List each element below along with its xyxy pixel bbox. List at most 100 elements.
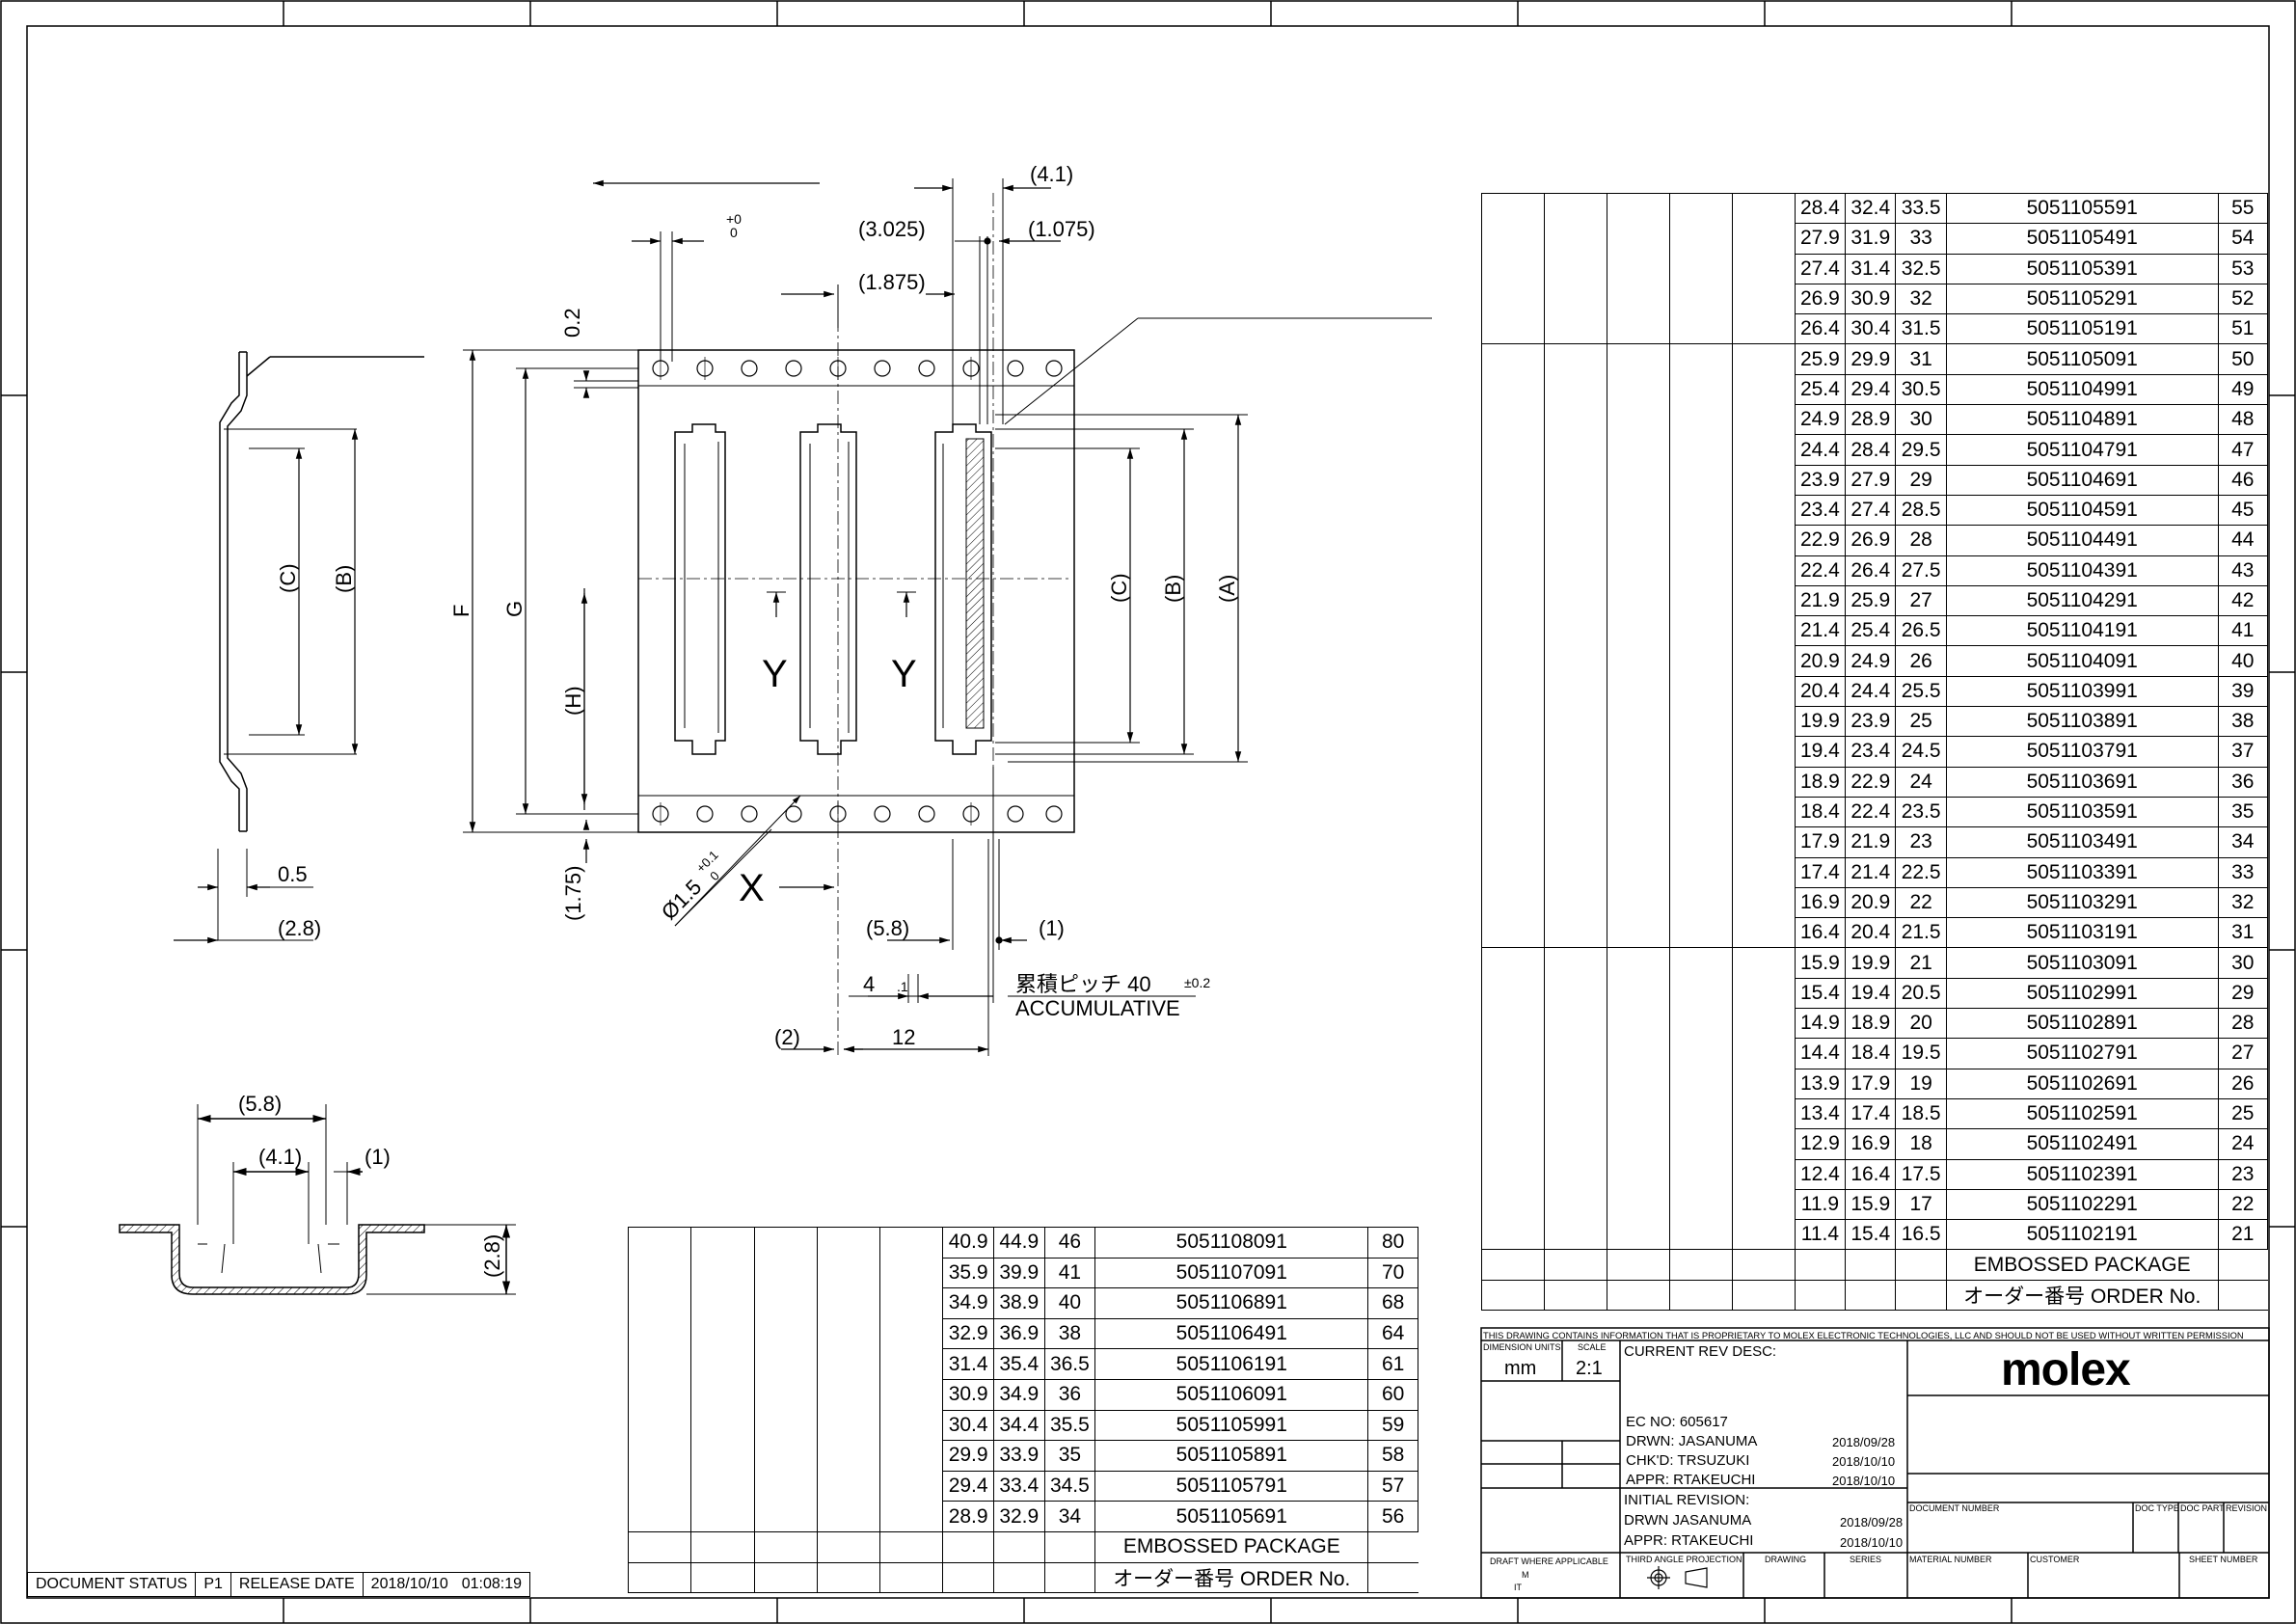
blank-cell (753, 1379, 818, 1411)
order-number-cell: 5051105391 (1945, 253, 2219, 284)
doc-part-label: DOC PART (2180, 1503, 2225, 1513)
blank-cell (1606, 917, 1670, 949)
blank-cell (816, 1227, 881, 1259)
dim-a-cell: 29.9 (942, 1440, 994, 1472)
circuit-count-cell: 42 (2217, 584, 2269, 617)
title-block-frame (1480, 1327, 2270, 1599)
order-number-cell: 5051105091 (1945, 343, 2219, 375)
dim-b-cell: 20.9 (1845, 886, 1897, 919)
dim-c-cell: 17.5 (1895, 1158, 1947, 1190)
blank-cell (1367, 1530, 1418, 1563)
blank-cell (1543, 736, 1607, 768)
dim-0-2: 0.2 (560, 308, 584, 338)
dimension-units: mm (1504, 1358, 1537, 1379)
dim-c-cell: 28 (1895, 525, 1947, 556)
blank-cell (753, 1258, 818, 1288)
circuit-count-cell: 68 (1367, 1287, 1418, 1319)
blank-cell (1731, 1038, 1796, 1069)
blank-cell (816, 1530, 881, 1563)
blank-cell (1543, 978, 1607, 1009)
blank-cell (1606, 857, 1670, 888)
blank-cell (1731, 343, 1796, 375)
dim-c-cell: 19 (1895, 1068, 1947, 1099)
circuit-count-cell: 46 (2217, 464, 2269, 496)
proprietary-notice: THIS DRAWING CONTAINS INFORMATION THAT I… (1483, 1330, 2244, 1340)
blank-cell (816, 1348, 881, 1380)
sprocket-hole-crosshairs (660, 357, 972, 826)
dim-a-cell: 13.4 (1794, 1097, 1847, 1130)
blank-cell (1606, 1069, 1670, 1099)
order-number-header: オーダー番号 ORDER No. (1945, 1279, 2219, 1311)
embossed-pockets (674, 423, 992, 755)
circuit-count-cell: 28 (2217, 1008, 2269, 1040)
blank-cell (1606, 343, 1670, 375)
dim-f: F (449, 605, 473, 617)
dim-c-cell: 29.5 (1895, 434, 1947, 466)
dim-b-cell: 25.9 (1845, 584, 1897, 617)
section-dim-4-1: (4.1) (258, 1145, 302, 1169)
order-number-cell: 5051105691 (1094, 1501, 1369, 1532)
circuit-count-cell: 47 (2217, 434, 2269, 466)
blank-cell (627, 1440, 692, 1472)
blank-cell (1668, 495, 1733, 526)
order-number-cell: 5051103491 (1945, 826, 2219, 858)
blank-cell (1606, 1249, 1670, 1281)
blank-cell (1481, 555, 1545, 586)
dim-1-875: (1.875) (858, 270, 926, 294)
blank-cell (1043, 1530, 1096, 1563)
blank-cell (1606, 1038, 1670, 1069)
circuit-count-cell: 26 (2217, 1068, 2269, 1099)
dim-c-cell: 21.5 (1895, 917, 1947, 949)
blank-cell (992, 1530, 1045, 1563)
doc-type-label: DOC TYPE (2135, 1503, 2179, 1513)
tol-zero: 0 (730, 225, 738, 240)
dim-a-cell: 12.9 (1794, 1128, 1847, 1160)
dim-c-cell: 41 (1043, 1257, 1096, 1289)
dim-a-cell: 14.9 (1794, 1008, 1847, 1040)
dim-a-cell: 27.4 (1794, 253, 1847, 284)
dim-b-cell: 33.4 (992, 1470, 1045, 1502)
dim-a-cell: 21.9 (1794, 584, 1847, 617)
blank-cell (1543, 887, 1607, 918)
blank-cell (1606, 223, 1670, 255)
blank-cell (1668, 284, 1733, 314)
order-number-cell: 5051104291 (1945, 584, 2219, 617)
blank-cell (690, 1530, 755, 1563)
order-number-cell: 5051103691 (1945, 766, 2219, 798)
dim-a-cell: 17.4 (1794, 856, 1847, 888)
dim-a-cell: 22.4 (1794, 555, 1847, 586)
dim-c-cell: 36 (1043, 1378, 1096, 1411)
dim-c-cell: 25.5 (1895, 675, 1947, 708)
blank-cell (1731, 374, 1796, 405)
order-number-cell: 5051102291 (1945, 1188, 2219, 1221)
embossed-package-header: EMBOSSED PACKAGE (1094, 1530, 1369, 1563)
blank-cell (1606, 887, 1670, 918)
circuit-count-cell: 22 (2217, 1188, 2269, 1221)
blank-cell (1668, 313, 1733, 345)
dim-b-cell: 39.9 (992, 1257, 1045, 1289)
dim-a-cell: 40.9 (942, 1227, 994, 1259)
blank-cell (1668, 887, 1733, 918)
blank-cell (1543, 767, 1607, 798)
blank-cell (1543, 947, 1607, 979)
blank-cell (627, 1410, 692, 1441)
table-header-row: EMBOSSED PACKAGE (627, 1530, 1418, 1563)
dim-b-cell: 18.9 (1845, 1008, 1897, 1040)
blank-cell (753, 1501, 818, 1532)
release-time: 01:08:19 (461, 1576, 523, 1592)
order-number-cell: 5051102991 (1945, 977, 2219, 1010)
dim-b-cell: 29.9 (1845, 343, 1897, 375)
blank-cell (1668, 767, 1733, 798)
blank-cell (1481, 887, 1545, 918)
sheet-number-label: SHEET NUMBER (2189, 1555, 2258, 1564)
blank-cell (627, 1530, 692, 1563)
blank-cell (1543, 1098, 1607, 1129)
blank-cell (1606, 947, 1670, 979)
blank-cell (1481, 1038, 1545, 1069)
blank-cell (1543, 917, 1607, 949)
dim-a-cell: 17.9 (1794, 826, 1847, 858)
dim-a-cell: 16.9 (1794, 886, 1847, 919)
